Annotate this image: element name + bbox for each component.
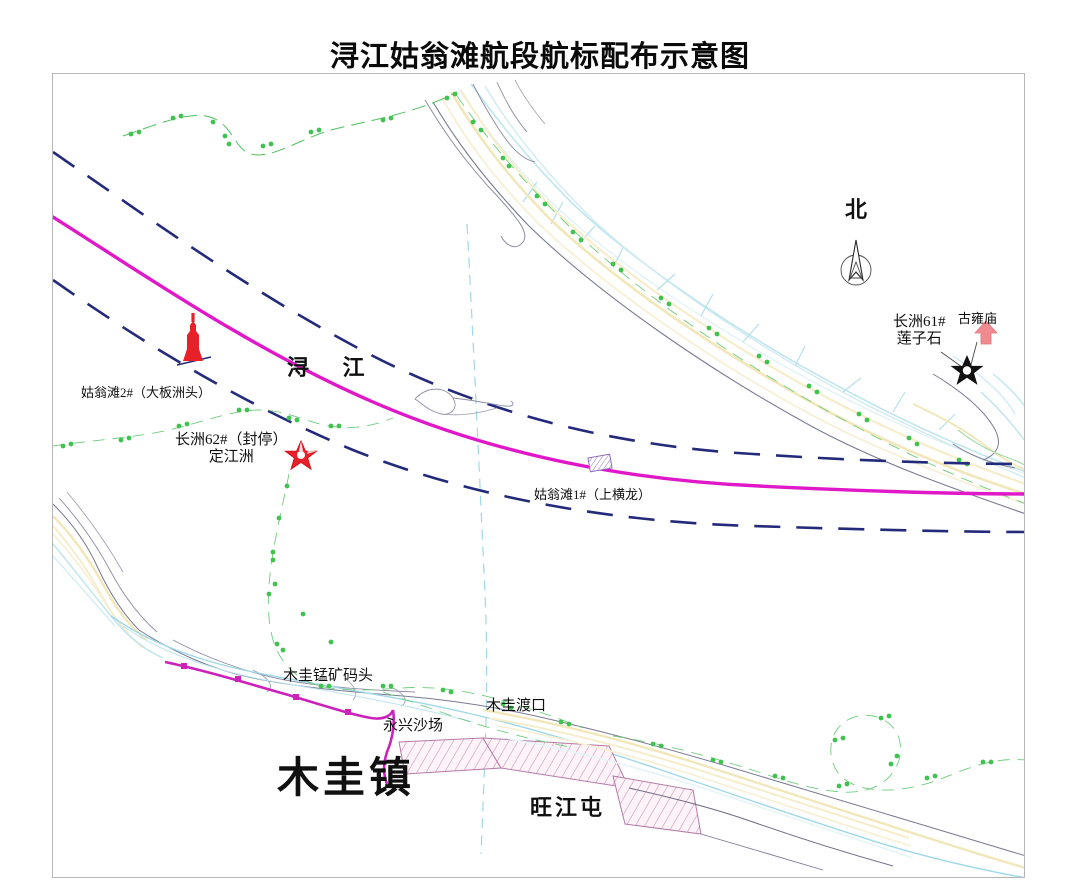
label-guyongmiao: 古雍庙 bbox=[958, 311, 998, 326]
map-canvas[interactable]: 浔 江 北 姑翁滩2#（大板洲头） 长洲62#（封停） 定江洲 姑翁滩1#（上横… bbox=[52, 73, 1025, 878]
label-changzhou-62: 长洲62#（封停） 定江洲 bbox=[175, 432, 288, 466]
label-changzhou-62-line2: 定江洲 bbox=[208, 448, 254, 465]
label-mugui-manganese-wharf: 木圭锰矿码头 bbox=[283, 668, 374, 684]
label-mugui-ferry: 木圭渡口 bbox=[486, 698, 547, 714]
black-star-icon-group bbox=[950, 355, 984, 385]
label-guwengtan-1: 姑翁滩1#（上横龙） bbox=[534, 487, 652, 502]
label-changzhou-61-line2: 莲子石 bbox=[896, 330, 942, 347]
label-wangjiang-village: 旺江屯 bbox=[530, 795, 606, 820]
page-title: 浔江姑翁滩航段航标配布示意图 bbox=[329, 41, 750, 74]
beacon-icon-group bbox=[176, 313, 212, 366]
label-changzhou-61: 长洲61# 莲子石 bbox=[893, 314, 946, 348]
map-graphics bbox=[53, 79, 1024, 877]
label-mugui-town: 木圭镇 bbox=[277, 756, 416, 802]
label-guwengtan-2: 姑翁滩2#（大板洲头） bbox=[81, 385, 212, 400]
label-yongxing-sand-yard: 永兴沙场 bbox=[383, 718, 444, 734]
label-changzhou-62-status: （封停） bbox=[227, 432, 288, 448]
river-name-label: 浔 江 bbox=[287, 355, 379, 380]
compass-rose-group bbox=[840, 239, 872, 286]
red-star-icon-group bbox=[284, 439, 318, 471]
label-changzhou-62-line1: 长洲62# bbox=[175, 432, 228, 448]
temple-arrow-icon-group bbox=[974, 320, 998, 345]
label-changzhou-61-line1: 长洲61# bbox=[893, 314, 946, 330]
north-indicator-label: 北 bbox=[845, 197, 868, 222]
